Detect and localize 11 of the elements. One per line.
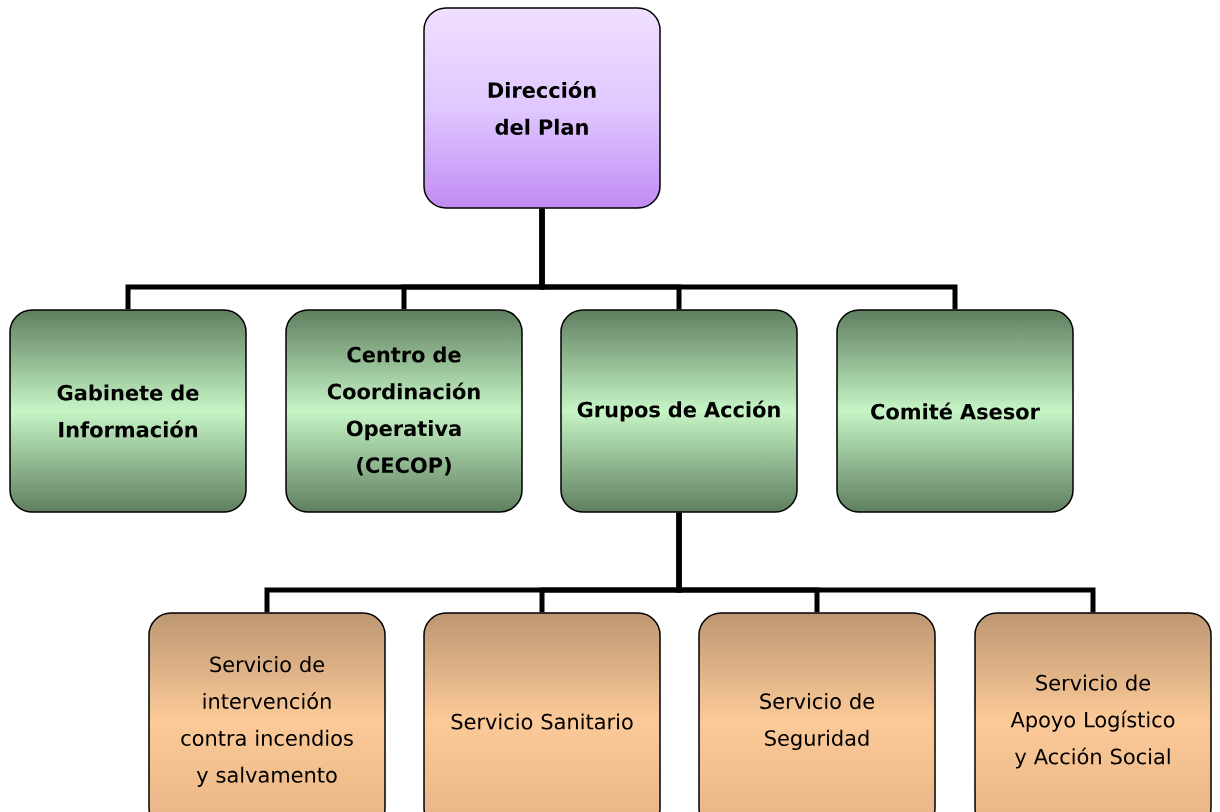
service-box: Servicio de Seguridad [698, 612, 936, 812]
service-box: Servicio de Apoyo Logístico y Acción Social [974, 612, 1212, 812]
director-box: Dirección del Plan [423, 7, 661, 209]
service-box: Servicio de intervención contra incendios y salvamento [148, 612, 386, 812]
connector-line [676, 512, 1096, 613]
connector-line [539, 208, 958, 310]
department-box: Gabinete de Información [9, 309, 247, 513]
service-box: Servicio Sanitario [423, 612, 661, 812]
department-box: Centro de Coordinación Operativa (CECOP) [285, 309, 523, 513]
department-box: Comité Asesor [836, 309, 1074, 513]
department-box: Grupos de Acción [560, 309, 798, 513]
